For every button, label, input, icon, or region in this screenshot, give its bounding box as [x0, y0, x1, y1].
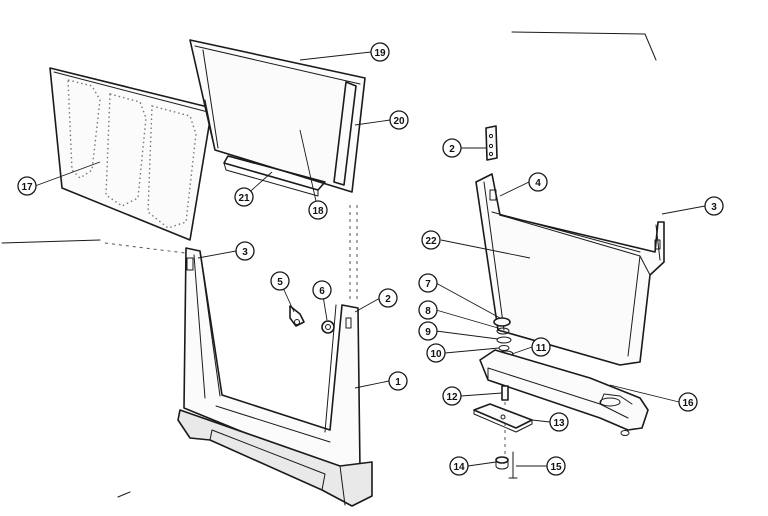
svg-text:9: 9	[425, 327, 431, 338]
mounting-plate-part-13	[473, 403, 533, 433]
svg-text:14: 14	[453, 462, 465, 473]
callout-2-upper: 2	[442, 138, 462, 158]
svg-text:2: 2	[449, 144, 455, 155]
svg-text:18: 18	[312, 206, 324, 217]
callout-1: 1	[388, 371, 408, 391]
callout-7: 7	[418, 273, 438, 293]
scan-mark-left	[1, 239, 101, 244]
guide-line-upper	[349, 205, 358, 300]
svg-text:10: 10	[430, 349, 442, 360]
screw-part-15	[508, 451, 518, 479]
callout-17: 17	[17, 176, 37, 196]
callout-2-lower: 2	[378, 288, 398, 308]
cap-nut-part-14	[495, 456, 509, 470]
callout-18: 18	[308, 200, 328, 220]
callout-14: 14	[449, 456, 469, 476]
callout-3-left: 3	[235, 241, 255, 261]
callout-11: 11	[531, 337, 551, 357]
callout-3-right: 3	[704, 196, 724, 216]
svg-text:22: 22	[425, 236, 437, 247]
svg-text:12: 12	[446, 392, 458, 403]
callout-10: 10	[426, 343, 446, 363]
svg-text:7: 7	[425, 279, 431, 290]
svg-text:13: 13	[553, 418, 565, 429]
callout-22: 22	[421, 230, 441, 250]
scan-mark-top	[511, 31, 657, 61]
front-frame-part-1	[177, 247, 373, 507]
callout-9: 9	[418, 321, 438, 341]
svg-text:8: 8	[425, 306, 431, 317]
bolt-part-12	[501, 385, 509, 401]
back-frame-part-19	[189, 39, 366, 197]
svg-text:20: 20	[393, 116, 405, 127]
callout-8: 8	[418, 300, 438, 320]
callout-15: 15	[546, 456, 566, 476]
svg-text:11: 11	[536, 343, 547, 354]
cradle-assembly-part-22	[475, 173, 665, 366]
callout-21: 21	[234, 187, 254, 207]
svg-text:19: 19	[374, 48, 386, 59]
callout-16: 16	[678, 392, 698, 412]
svg-text:3: 3	[242, 247, 248, 258]
svg-text:17: 17	[21, 182, 33, 193]
hinge-plate-part-2	[485, 125, 498, 161]
leader-lines	[34, 51, 706, 467]
clip-part-5	[289, 305, 305, 327]
nut-part-6	[321, 320, 335, 334]
callout-13: 13	[549, 412, 569, 432]
svg-text:15: 15	[550, 462, 562, 473]
callout-6: 6	[312, 280, 332, 300]
scan-mark-bottom	[117, 491, 131, 498]
svg-text:2: 2	[385, 294, 391, 305]
guide-line-left	[104, 242, 186, 254]
side-panel-part-17	[49, 67, 213, 241]
callout-20: 20	[389, 110, 409, 130]
svg-text:6: 6	[319, 286, 325, 297]
callout-5: 5	[270, 271, 290, 291]
rocker-base-part-16	[479, 349, 649, 436]
callout-4: 4	[528, 172, 548, 192]
svg-text:16: 16	[682, 398, 694, 409]
svg-text:1: 1	[395, 377, 401, 388]
svg-text:3: 3	[711, 202, 717, 213]
svg-text:21: 21	[238, 193, 250, 204]
callout-12: 12	[442, 386, 462, 406]
svg-text:4: 4	[535, 178, 541, 189]
callout-19: 19	[370, 42, 390, 62]
svg-text:5: 5	[277, 277, 283, 288]
